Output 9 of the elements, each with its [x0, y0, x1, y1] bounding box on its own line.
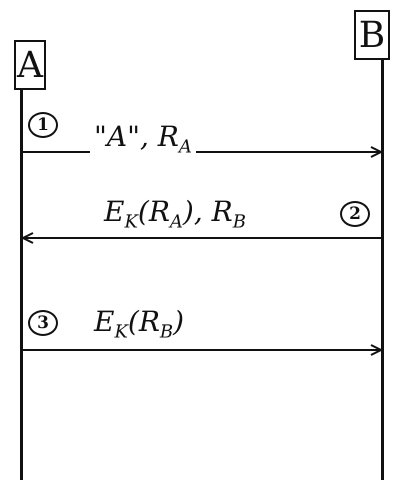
- callout-number: 2: [340, 201, 370, 227]
- callout-number: 3: [28, 310, 58, 336]
- participant-box: B: [354, 10, 390, 60]
- message-arrow: [23, 344, 382, 356]
- participant-box: A: [14, 40, 46, 90]
- lifeline: [381, 60, 384, 480]
- lifeline: [20, 90, 23, 480]
- callout-number: 1: [28, 112, 58, 138]
- message-arrow: [22, 232, 381, 244]
